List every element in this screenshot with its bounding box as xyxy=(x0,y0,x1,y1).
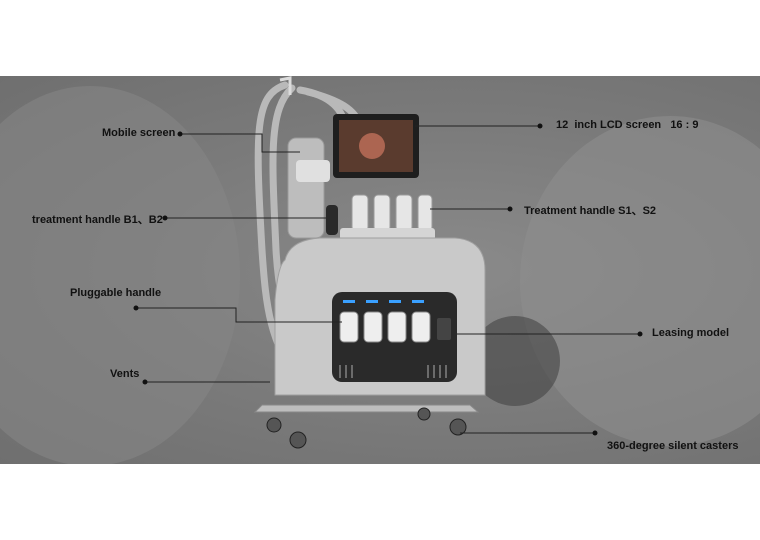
lcd-display-figure xyxy=(359,133,385,159)
label-vents: Vents xyxy=(110,368,140,380)
mobile-screen-mount xyxy=(296,160,330,182)
label-pluggable-handle: Pluggable handle xyxy=(70,287,162,299)
callout-dots xyxy=(133,123,643,436)
mobile-screen-post xyxy=(287,137,325,239)
label-leasing-model: Leasing model xyxy=(652,327,730,339)
casters xyxy=(266,407,467,449)
label-lcd-screen: 12 inch LCD screen 16 : 9 xyxy=(556,119,699,131)
indicator-lights xyxy=(343,300,424,303)
background-figure-left xyxy=(0,86,240,464)
hose-hook xyxy=(279,76,292,95)
background-figure-right xyxy=(520,116,760,446)
machine-base xyxy=(253,404,480,413)
handle-tray xyxy=(340,228,435,240)
label-mobile-screen: Mobile screen xyxy=(102,127,176,139)
label-treatment-handle-s: Treatment handle S1、S2 xyxy=(524,205,657,217)
treatment-handle-b xyxy=(326,205,338,235)
treatment-handles-s xyxy=(351,194,433,232)
label-casters: 360-degree silent casters xyxy=(607,440,739,452)
leasing-module xyxy=(437,318,451,340)
label-treatment-handle-b: treatment handle B1、B2 xyxy=(32,214,163,226)
callout-lines xyxy=(136,125,640,434)
pluggable-handles xyxy=(339,311,431,343)
vents xyxy=(339,365,447,378)
